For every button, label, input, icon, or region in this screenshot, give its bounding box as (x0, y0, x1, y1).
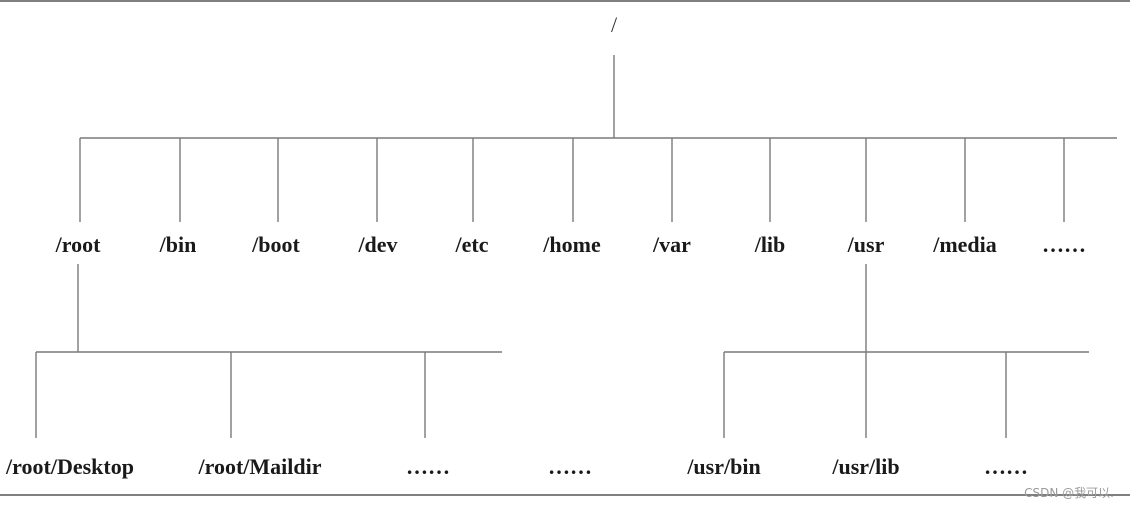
node-lib: /lib (754, 232, 786, 257)
level1-labels: /root /bin /boot /dev /etc /home /var /l… (55, 232, 1086, 257)
node-boot: /boot (251, 232, 300, 257)
node-usr-more: …… (984, 454, 1028, 479)
csdn-watermark: CSDN @我可以. (1024, 486, 1114, 500)
node-root-more-1: …… (406, 454, 450, 479)
node-usr: /usr (847, 232, 885, 257)
node-etc: /etc (455, 232, 489, 257)
node-root-more-2: …… (548, 454, 592, 479)
node-root-maildir: /root/Maildir (197, 454, 321, 479)
root-subtree: /root/Desktop /root/Maildir …… …… (5, 264, 592, 479)
level1-drop-lines (79, 138, 1065, 222)
node-root: /root (55, 232, 101, 257)
node-media: /media (932, 232, 997, 257)
node-more: …… (1042, 232, 1086, 257)
node-usr-bin: /usr/bin (686, 454, 760, 479)
node-home: /home (542, 232, 601, 257)
node-dev: /dev (357, 232, 397, 257)
node-usr-lib: /usr/lib (831, 454, 899, 479)
node-var: /var (652, 232, 691, 257)
root-node-label: / (611, 12, 618, 37)
node-bin: /bin (159, 232, 197, 257)
usr-subtree: /usr/bin /usr/lib …… (686, 264, 1089, 479)
node-root-desktop: /root/Desktop (5, 454, 134, 479)
